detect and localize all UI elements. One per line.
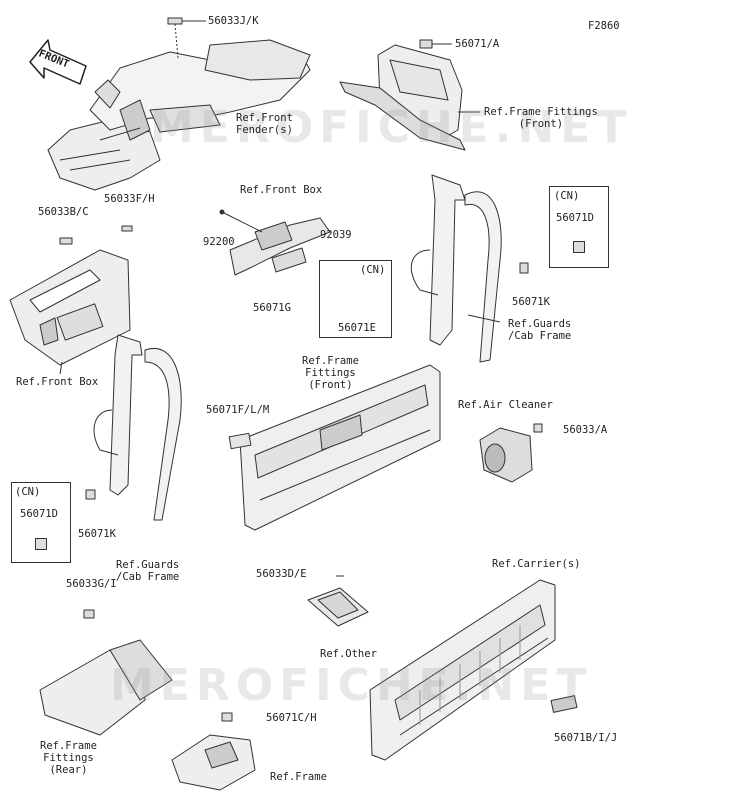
part-92200: 92200 [203,236,235,248]
figure-code: F2860 [588,20,620,32]
part-56033gi: 56033G/I [66,578,117,590]
part-56033de: 56033D/E [256,568,307,580]
frame-fittings-front-panel [228,364,441,531]
ref-frame-fittings-front-top: Ref.Frame Fittings (Front) [484,106,598,130]
ref-air-cleaner: Ref.Air Cleaner [458,399,553,411]
part-56071d-left: 56071D [20,508,58,520]
ref-front-fender: Ref.Front Fender(s) [236,112,293,136]
part-56071e: 56071E [338,322,376,334]
watermark-top: MEROFICHE.NET [150,102,633,153]
front-fender-assembly [47,17,311,191]
part-56071k-right: 56071K [512,296,550,308]
air-cleaner [479,423,543,483]
ref-guards-cab-frame-right: Ref.Guards /Cab Frame [508,318,572,342]
part-56033fh: 56033F/H [104,193,155,205]
frame-bracket [171,712,256,791]
part-56071ch: 56071C/H [266,712,317,724]
cn-box-center [319,260,392,338]
part-56033a: 56033/A [563,424,608,436]
front-arrow-icon [29,39,87,85]
sticker-icon [573,241,585,253]
ref-frame: Ref.Frame [270,771,327,783]
part-56071g: 56071G [253,302,291,314]
frame-fittings-front-top [339,39,480,151]
part-92039: 92039 [320,229,352,241]
front-box-dashboard [9,225,133,375]
other-pad [307,575,369,627]
part-56071flm: 56071F/L/M [206,404,270,416]
part-56033jk: 56033J/K [208,15,259,27]
cn-label-left: (CN) [15,486,41,498]
sticker-icon [35,538,47,550]
cn-label-right: (CN) [554,190,580,202]
ref-front-box-top: Ref.Front Box [240,184,323,196]
guards-cab-frame-left [85,334,182,521]
part-56071d-right: 56071D [556,212,594,224]
ref-guards-cab-frame-left: Ref.Guards /Cab Frame [116,559,180,583]
part-56071k-left: 56071K [78,528,116,540]
cn-label-center: (CN) [360,264,386,276]
watermark-bottom: MEROFICHE.NET [110,660,593,711]
ref-front-box-left: Ref.Front Box [16,376,99,388]
ref-frame-fittings-rear: Ref.Frame Fittings (Rear) [40,740,97,776]
ref-frame-fittings-front-mid: Ref.Frame Fittings (Front) [302,355,359,391]
part-56033bc: 56033B/C [38,206,89,218]
carrier-panel [369,579,578,761]
ref-other: Ref.Other [320,648,377,660]
ref-carriers: Ref.Carrier(s) [492,558,581,570]
part-56071bij: 56071B/I/J [554,732,618,744]
cn-box-right [549,186,609,268]
frame-fittings-rear [39,609,173,736]
part-56071a: 56071/A [455,38,500,50]
guards-cab-frame-right [410,174,529,363]
